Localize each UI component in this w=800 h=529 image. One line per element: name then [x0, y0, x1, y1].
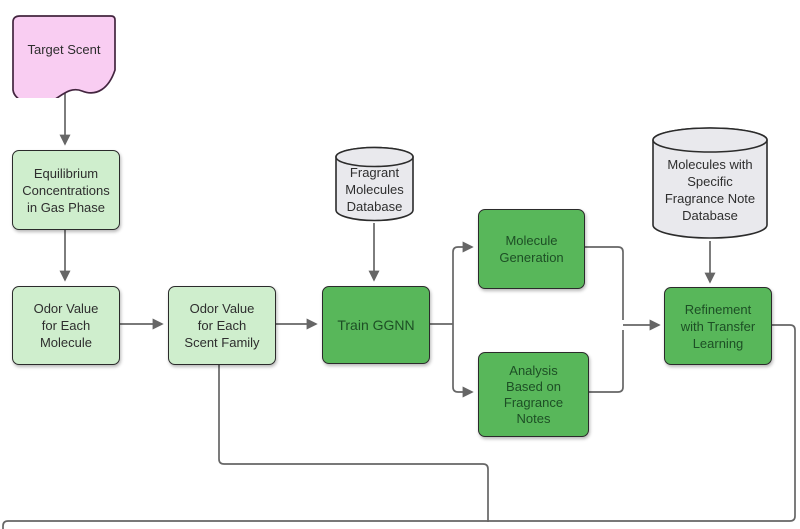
edge-train-ggnn-to-molecule-generation	[452, 241, 474, 324]
node-equilibrium-concentrations: Equilibrium Concentrations in Gas Phase	[12, 150, 120, 230]
node-label: Odor Value for Each Molecule	[33, 301, 99, 350]
node-label: Odor Value for Each Scent Family	[184, 301, 260, 350]
edge-molecule-generation-merge	[583, 246, 624, 320]
node-label: Refinement with Transfer Learning	[680, 301, 756, 351]
node-odor-value-each-scent-family: Odor Value for Each Scent Family	[168, 286, 276, 365]
edge-scent-family-feedback-offscreen	[218, 364, 489, 522]
node-fragrant-molecules-database: Fragrant Molecules Database	[334, 146, 415, 223]
document-shape	[12, 15, 116, 98]
node-label: Equilibrium Concentrations in Gas Phase	[22, 165, 110, 215]
node-molecule-generation: Molecule Generation	[478, 209, 585, 289]
node-label: Train GGNN	[337, 316, 415, 333]
node-odor-value-each-molecule: Odor Value for Each Molecule	[12, 286, 120, 365]
node-label: Molecule Generation	[499, 233, 564, 265]
node-label: Analysis Based on Fragrance Notes	[503, 362, 564, 426]
node-label: Molecules with Specific Fragrance Note D…	[664, 157, 756, 223]
edge-train-ggnn-to-analysis	[452, 324, 474, 398]
node-label: Fragrant Molecules Database	[345, 165, 404, 214]
database-cylinder-shape	[652, 127, 768, 239]
node-analysis-based-on-fragrance-notes: Analysis Based on Fragrance Notes	[478, 352, 589, 437]
edge-analysis-merge	[587, 330, 624, 393]
node-refinement-transfer-learning: Refinement with Transfer Learning	[664, 287, 772, 365]
node-molecules-specific-fragrance-note-database: Molecules with Specific Fragrance Note D…	[651, 126, 769, 240]
edge-refinement-feedback-offscreen	[2, 324, 796, 529]
node-label: Target Scent	[27, 41, 101, 57]
node-train-ggnn: Train GGNN	[322, 286, 430, 364]
database-cylinder-shape	[335, 146, 414, 222]
node-target-scent: Target Scent	[10, 14, 118, 98]
